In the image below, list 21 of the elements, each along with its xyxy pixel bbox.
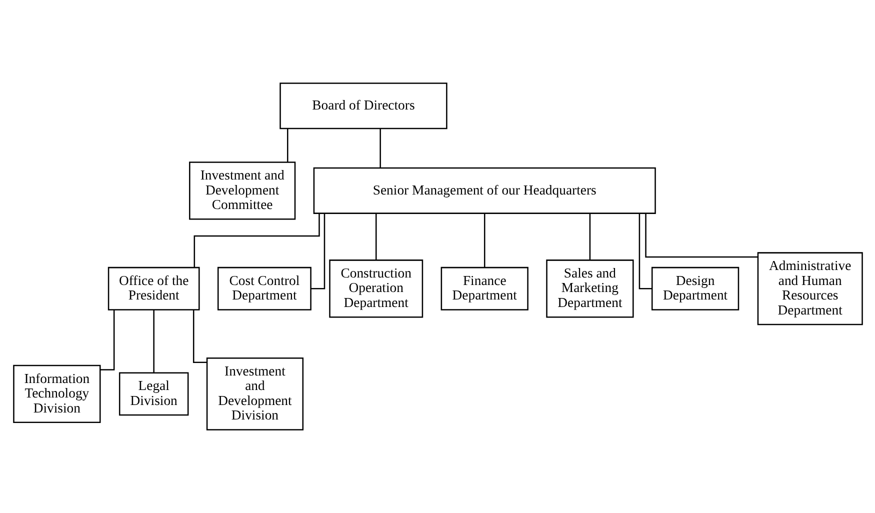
node-box: Board of Directors (279, 82, 447, 130)
node-box: Construction Operation Department (328, 260, 423, 318)
node-box: Design Department (650, 266, 739, 310)
node-box: Cost Control Department (216, 266, 311, 310)
node-box: Information Technology Division (12, 364, 100, 424)
node-box: Office of the President (107, 266, 200, 310)
connector (379, 128, 380, 168)
connector (588, 213, 590, 260)
node-box: Investment and Development Division (206, 358, 304, 430)
node-box: Finance Department (440, 266, 528, 310)
connector (193, 214, 320, 268)
node-box: Administrative and Human Resources Department (756, 252, 862, 326)
node-box: Senior Management of our Headquarters (312, 167, 656, 214)
node-box: Sales and Marketing Department (546, 260, 634, 318)
node-box: Investment and Development Committee (188, 162, 296, 220)
connector (644, 214, 758, 258)
connector (374, 213, 376, 260)
connector (483, 213, 485, 268)
connector (286, 128, 288, 162)
node-box: Legal Division (118, 372, 188, 416)
connector (152, 310, 154, 373)
